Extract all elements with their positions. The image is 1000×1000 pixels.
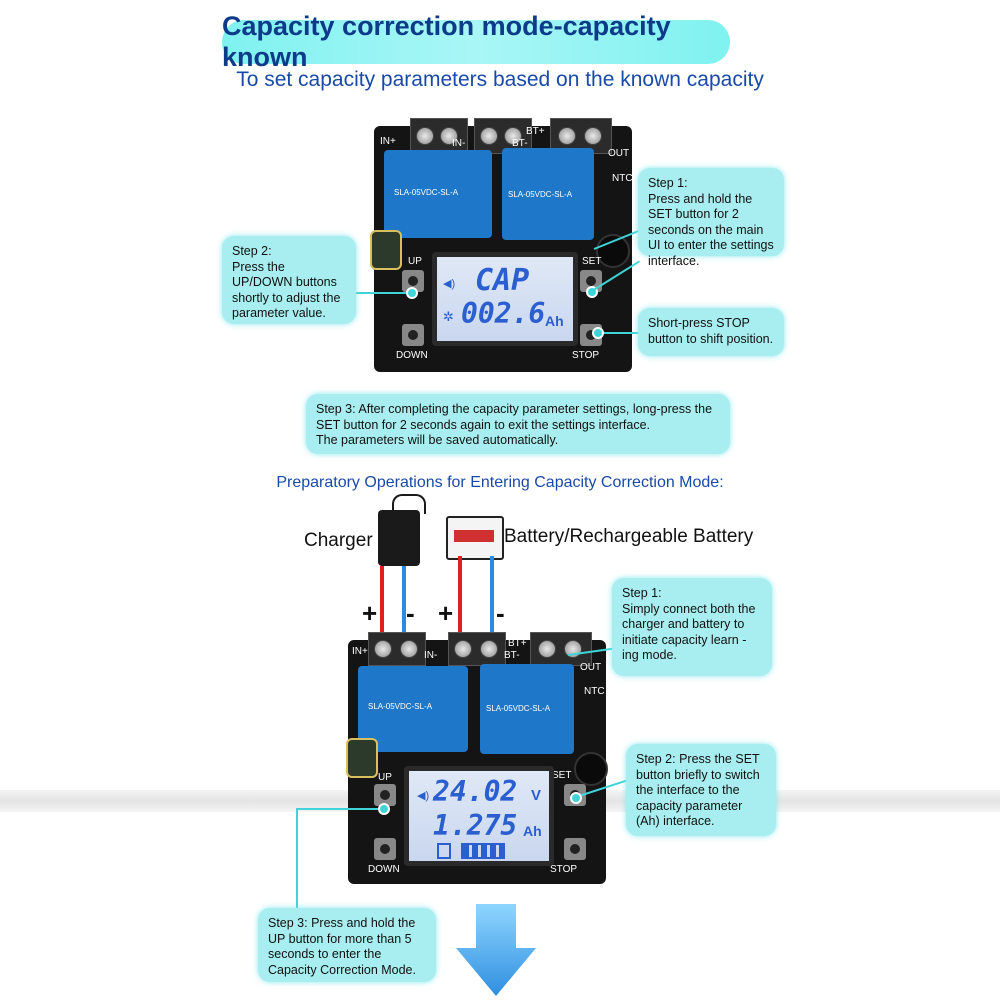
lcd-line-2: 002.6 [461,297,546,330]
connector-dot [592,327,604,339]
terminal-label-bt-plus: BT+ [526,126,545,137]
down-label: DOWN [368,864,400,875]
down-button[interactable] [374,838,396,860]
relay-label: SLA-05VDC-SL-A [368,702,433,711]
terminal-label-in-minus: IN- [452,138,466,149]
down-button[interactable] [402,324,424,346]
lcd-unit: Ah [545,313,564,329]
lcd-line-1: 24.02 [433,775,518,808]
connector-dot [570,792,582,804]
arrow-down-icon [456,904,536,996]
connector-dot [406,287,418,299]
lcd-display: ◀) ✲ CAP 002.6 Ah [432,252,578,346]
speaker-icon: ◀) [443,278,456,290]
terminal-label-out: OUT [608,148,630,159]
gear-icon: ✲ [443,309,454,324]
battery-level-icon [461,843,505,859]
terminal-label-bt-minus: BT- [512,138,528,149]
stop-label: STOP [572,350,600,361]
terminal-label-ntc: NTC [612,173,633,184]
relay-label: SLA-05VDC-SL-A [394,188,459,197]
callout-step-3-up: Step 3: Press and hold the UP button for… [258,908,436,982]
up-label: UP [408,256,422,267]
lcd-unit-2: Ah [523,823,542,839]
plus-sign: + [438,598,454,628]
up-button[interactable] [402,270,424,292]
callout-step-1-set: Step 1: Press and hold the SET button fo… [638,168,784,268]
relay-label: SLA-05VDC-SL-A [508,190,573,199]
terminal-label-in-plus: IN+ [380,136,396,147]
up-button[interactable] [374,784,396,806]
minus-sign: - [406,598,415,628]
lcd-unit-1: V [531,787,542,804]
set-label: SET [582,256,602,267]
lcd-line-1: CAP [475,263,530,298]
callout-step-3-exit: Step 3: After completing the capacity pa… [306,394,730,454]
charger-label: Charger [304,530,373,551]
down-label: DOWN [396,350,428,361]
callout-step-1-connect: Step 1: Simply connect both the charger … [612,578,772,676]
board-1: IN+ IN- BT- BT+ OUT NTC SLA-05VDC-SL-A S… [350,118,640,373]
terminal-label-bt-plus: BT+ [508,638,527,649]
up-label: UP [378,772,392,783]
lcd-display: ◀) 24.02 V 1.275 Ah [404,766,554,866]
terminal-label-out: OUT [580,662,602,673]
board-2: IN+ IN- BT- BT+ OUT NTC SLA-05VDC-SL-A S… [344,632,612,884]
terminal-label-ntc: NTC [584,686,605,697]
terminal-label-in-minus: IN- [424,650,438,661]
callout-step-2-set: Step 2: Press the SET button briefly to … [626,744,776,836]
battery-status-icon [437,843,451,859]
charger-icon [378,510,420,566]
stop-button[interactable] [564,838,586,860]
page-subtitle: To set capacity parameters based on the … [236,68,764,91]
prep-heading: Preparatory Operations for Entering Capa… [276,474,724,491]
relay-label: SLA-05VDC-SL-A [486,704,551,713]
page-title: Capacity correction mode-capacity known [222,11,730,72]
callout-stop: Short-press STOP button to shift positio… [638,308,784,356]
stop-label: STOP [550,864,578,875]
plus-sign: + [362,598,378,628]
battery-icon [446,516,504,560]
minus-sign: - [496,598,505,628]
battery-label: Battery/Rechargeable Battery [504,526,754,547]
callout-step-2-updown: Step 2: Press the UP/DOWN buttons shortl… [222,236,356,324]
terminal-label-in-plus: IN+ [352,646,368,657]
set-label: SET [552,770,572,781]
speaker-icon: ◀) [417,790,430,802]
terminal-label-bt-minus: BT- [504,650,520,661]
connector-dot [378,803,390,815]
lcd-line-2: 1.275 [433,809,518,842]
